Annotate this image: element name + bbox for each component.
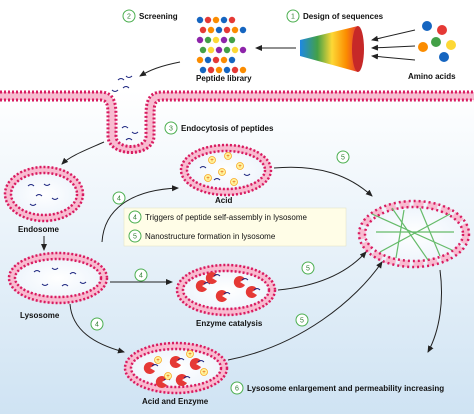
step-5-label: Nanostructure formation in lysosome: [145, 232, 276, 241]
svg-text:+: +: [166, 374, 170, 380]
legend-box: 4 Triggers of peptide self-assembly in l…: [123, 207, 347, 247]
step-3: 3 Endocytosis of peptides: [164, 121, 274, 135]
lysosome-label: Lysosome: [20, 311, 60, 320]
svg-text:5: 5: [300, 318, 304, 325]
endocytosis-peptides: [121, 126, 139, 141]
plasma-membrane: [0, 90, 474, 154]
step-1: 1 Design of sequences: [286, 9, 384, 23]
endosome: [3, 165, 85, 223]
svg-text:+: +: [202, 370, 206, 376]
peptide-library-label: Peptide library: [196, 74, 252, 83]
funnel: [300, 26, 364, 72]
step-2: 2 Screening: [122, 9, 178, 23]
nanofibers: [371, 207, 454, 261]
svg-text:+: +: [238, 164, 242, 170]
step-6: 6 Lysosome enlargement and permeability …: [230, 381, 444, 395]
svg-text:5: 5: [306, 266, 310, 273]
step-5-marker-bottom: 5: [295, 313, 309, 327]
svg-text:+: +: [156, 358, 160, 364]
step-2-circle: [122, 9, 136, 23]
step-1-number: 1: [291, 14, 295, 21]
to-endosome-arrow: [61, 141, 105, 165]
step-3-number: 3: [169, 126, 173, 133]
step-4-label: Triggers of peptide self-assembly in lys…: [145, 213, 308, 222]
step-5-marker-middle: 5: [301, 261, 315, 275]
svg-text:5: 5: [341, 155, 345, 162]
step-4-marker-acid: 4: [112, 191, 126, 205]
amino-acid-arrows: [371, 29, 416, 61]
enzyme-catalysis-label: Enzyme catalysis: [196, 319, 263, 328]
to-acid-enzyme-arrow: [69, 303, 125, 354]
enzyme-lysosome: [175, 263, 277, 317]
svg-text:4: 4: [95, 322, 99, 329]
step-4-number: 4: [133, 215, 137, 222]
lysosome: [7, 251, 109, 305]
step-3-label: Endocytosis of peptides: [181, 124, 274, 133]
outside-peptides: [111, 75, 133, 92]
step-2-label: Screening: [139, 12, 178, 21]
svg-text:+: +: [210, 158, 214, 164]
peptide-library-grid: [196, 16, 247, 74]
step-1-label: Design of sequences: [303, 12, 384, 21]
endosome-label: Endosome: [18, 225, 59, 234]
acid-label: Acid: [215, 196, 232, 205]
step-4-marker-enzyme: 4: [134, 268, 148, 282]
step-6-number: 6: [235, 386, 239, 393]
svg-text:+: +: [206, 176, 210, 182]
enzyme-to-nano-arrow: [277, 251, 367, 291]
step-1-circle: [286, 9, 300, 23]
svg-text:+: +: [220, 170, 224, 176]
step-4-marker-acid-enzyme: 4: [90, 317, 104, 331]
svg-text:4: 4: [139, 273, 143, 280]
svg-text:+: +: [226, 154, 230, 160]
to-step-6-arrow: [427, 269, 442, 353]
amino-acids-label: Amino acids: [408, 72, 456, 81]
step-5-marker-top: 5: [336, 150, 350, 164]
acid-to-nano-arrow: [273, 166, 373, 197]
enlarged-lysosome: [357, 199, 471, 269]
step-6-label: Lysosome enlargement and permeability in…: [247, 384, 444, 393]
library-to-cell-arrow: [139, 61, 181, 77]
amino-acid-balls: [418, 21, 456, 62]
step-5-number: 5: [133, 234, 137, 241]
acid-and-enzyme-label: Acid and Enzyme: [142, 397, 209, 406]
acid-enzyme-to-nano-arrow: [227, 261, 383, 361]
acid-enzyme-lysosome: + + + +: [123, 341, 229, 395]
acid-lysosome: + + + + + +: [179, 143, 273, 197]
svg-text:+: +: [188, 352, 192, 358]
svg-text:+: +: [232, 180, 236, 186]
to-acid-arrow: [101, 185, 179, 243]
svg-text:4: 4: [117, 196, 121, 203]
step-2-number: 2: [127, 14, 131, 21]
